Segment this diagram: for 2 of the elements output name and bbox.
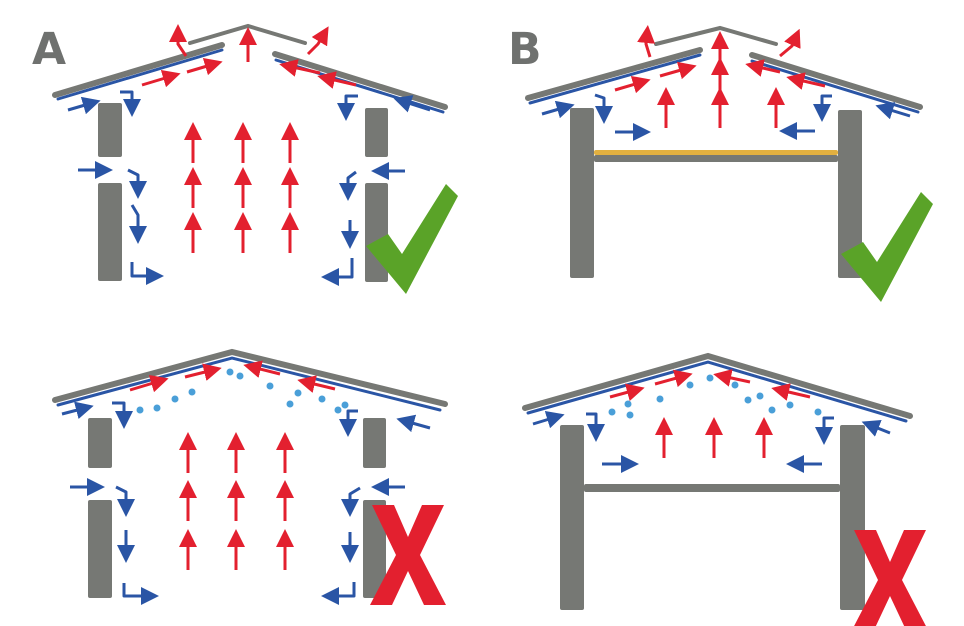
panel-letter: A	[32, 28, 66, 72]
panel-letter: B	[508, 28, 542, 72]
